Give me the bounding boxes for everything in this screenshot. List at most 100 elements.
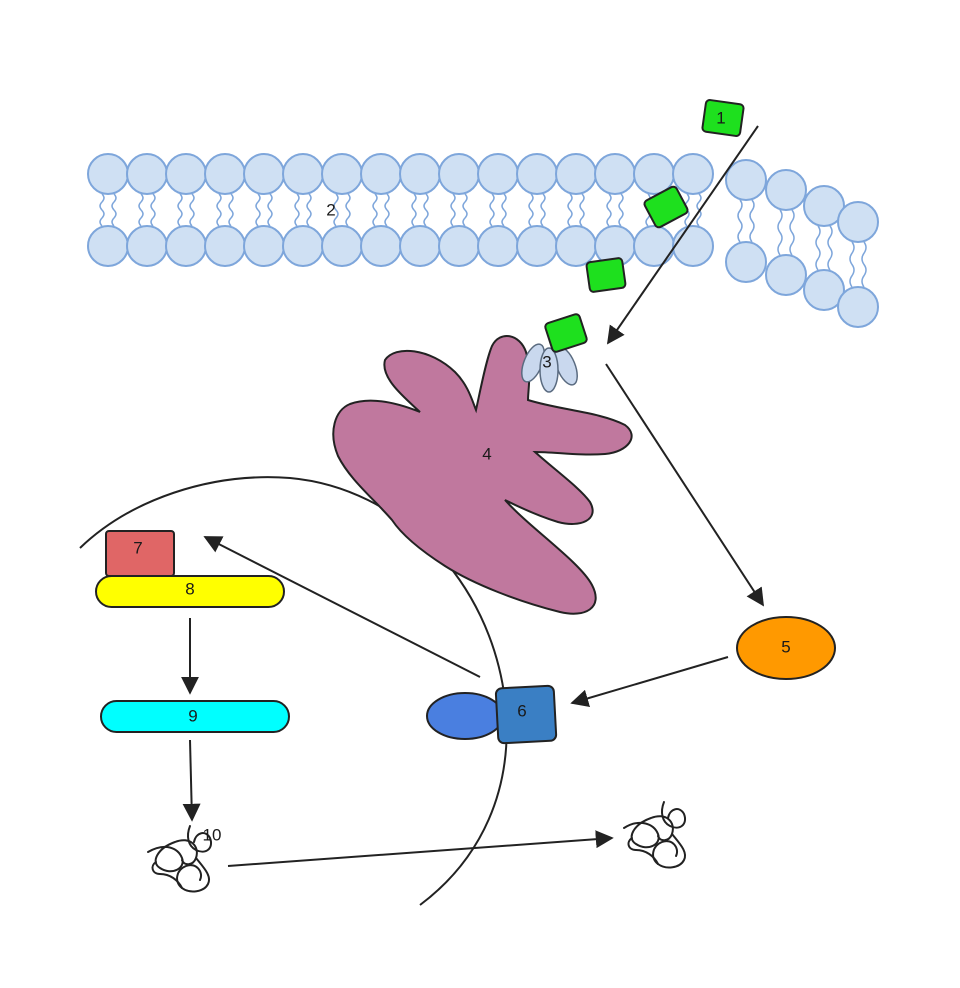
lipid-tail <box>606 193 612 227</box>
lipid-head <box>204 153 246 195</box>
label-molecule-8: 8 <box>185 579 194 598</box>
lipid-tail <box>267 193 273 227</box>
ligand-1 <box>701 99 745 137</box>
molecule-8 <box>95 575 285 608</box>
molecule-6-right-subunit <box>494 684 558 745</box>
lipid-head <box>516 153 558 195</box>
lipid-tail <box>138 193 144 227</box>
lipid-tail <box>411 193 417 227</box>
lipid-tail <box>462 193 468 227</box>
lipid-tail <box>111 193 117 227</box>
lipid-tail <box>861 241 867 288</box>
lipid-tail <box>489 193 495 227</box>
lipid-heads <box>87 153 879 328</box>
ligand-crossing-membrane <box>643 185 689 229</box>
lipid-head <box>87 153 129 195</box>
label-molecule-9: 9 <box>188 706 197 725</box>
lipid-head <box>165 153 207 195</box>
lipid-tail <box>189 193 195 227</box>
ligand-bound-to-receptor <box>544 313 588 353</box>
lipid-tail <box>345 193 351 227</box>
molecule-6-left-subunit <box>426 692 504 740</box>
label-molecule-7: 7 <box>133 538 142 557</box>
lipid-head <box>321 225 363 267</box>
lipid-head <box>399 225 441 267</box>
lipid-tail <box>749 199 755 243</box>
lipid-tail <box>384 193 390 227</box>
lipid-head <box>725 241 767 283</box>
lipid-head <box>765 254 807 296</box>
lipid-head <box>282 225 324 267</box>
lipid-tail <box>777 209 783 256</box>
lipid-head <box>321 153 363 195</box>
lipid-bilayer <box>87 153 879 328</box>
lipid-tail <box>306 193 312 227</box>
lipid-tail <box>216 193 222 227</box>
lipid-head <box>360 225 402 267</box>
lipid-head <box>87 225 129 267</box>
lipid-head <box>360 153 402 195</box>
lipid-head <box>633 225 675 267</box>
arrow-10-to-exported-protein <box>227 830 614 867</box>
lipid-tail <box>827 225 833 271</box>
label-protein-4: 4 <box>482 444 491 463</box>
arrow-ligand-to-receptor <box>606 125 759 345</box>
lipid-tail <box>333 193 339 227</box>
lipid-tail <box>255 193 261 227</box>
lipid-tail <box>372 193 378 227</box>
receptor-3 <box>521 343 578 393</box>
lipid-head <box>672 225 714 267</box>
lipid-tail <box>567 193 573 227</box>
label-molecule-5: 5 <box>781 637 790 656</box>
lipid-head <box>725 159 767 201</box>
arrow-9-to-10 <box>182 739 201 822</box>
lipid-tail <box>815 225 821 271</box>
label-protein-10: 10 <box>203 825 222 844</box>
lipid-head <box>165 225 207 267</box>
lipid-tail <box>150 193 156 227</box>
lipid-head <box>803 269 845 311</box>
arrow-6-to-7 <box>203 536 481 678</box>
lipid-head <box>555 225 597 267</box>
lipid-head <box>438 153 480 195</box>
lipid-tail <box>618 193 624 227</box>
label-receptor-3: 3 <box>542 352 551 371</box>
lipid-head <box>438 225 480 267</box>
lipid-head <box>282 153 324 195</box>
lipid-head <box>204 225 246 267</box>
lipid-head <box>126 225 168 267</box>
lipid-head <box>243 153 285 195</box>
exported-folded-protein <box>623 801 686 869</box>
lipid-tail <box>228 193 234 227</box>
lipid-head <box>837 286 879 328</box>
lipid-tail <box>99 193 105 227</box>
lipid-head <box>765 169 807 211</box>
lipid-head <box>126 153 168 195</box>
molecule-5 <box>736 616 836 680</box>
lipid-head <box>837 201 879 243</box>
lipid-tail <box>789 209 795 256</box>
lipid-tail <box>501 193 507 227</box>
lipid-head <box>477 225 519 267</box>
lipid-tail <box>540 193 546 227</box>
lipid-tail <box>450 193 456 227</box>
lipid-head <box>516 225 558 267</box>
lipid-tail <box>177 193 183 227</box>
lipid-tail <box>579 193 585 227</box>
lipid-tail <box>528 193 534 227</box>
lipid-tail <box>423 193 429 227</box>
lipid-tail <box>737 199 743 243</box>
arrow-receptor-to-5 <box>605 363 764 607</box>
label-ligand-1: 1 <box>716 108 725 127</box>
arrow-5-to-6 <box>570 656 729 708</box>
lipid-head <box>243 225 285 267</box>
folded-protein-10 <box>147 825 212 893</box>
protein-4-shape <box>332 335 633 615</box>
label-molecule-6: 6 <box>517 701 526 720</box>
lipid-head <box>399 153 441 195</box>
label-membrane: 2 <box>326 200 335 219</box>
lipid-head <box>477 153 519 195</box>
ligand-inner-membrane <box>585 257 627 293</box>
